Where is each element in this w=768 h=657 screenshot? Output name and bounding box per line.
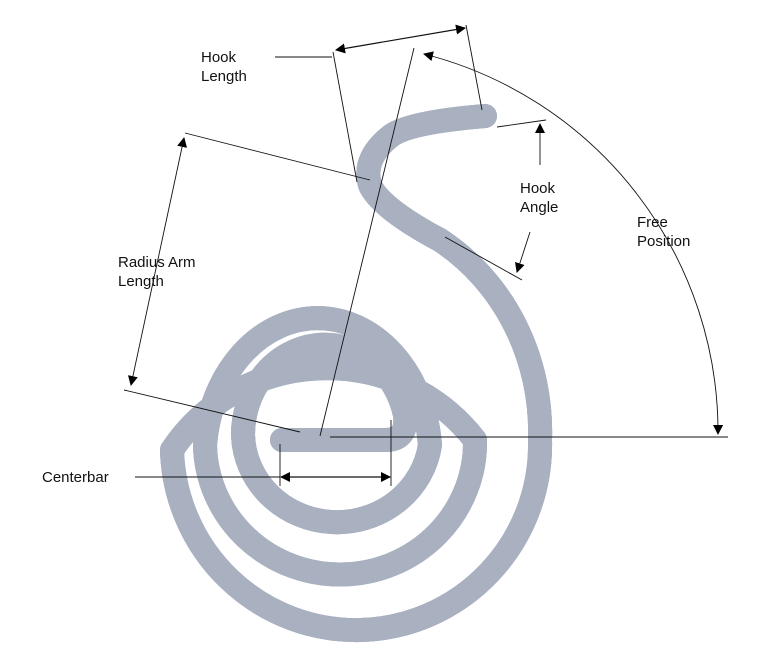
radius-arm-extension-bottom <box>123 389 301 433</box>
hook-length-label: Hook Length <box>201 48 247 86</box>
centerbar-label: Centerbar <box>42 469 109 486</box>
hook-angle-extension-top <box>496 119 547 128</box>
radius-arm-length-label: Radius Arm Length <box>118 253 196 291</box>
hook-length-dimension <box>335 24 466 54</box>
radius-arm-line1: Radius Arm <box>118 254 196 271</box>
free-position-line1: Free <box>637 214 668 231</box>
hook-angle-line2: Angle <box>520 199 559 216</box>
free-position-arc <box>423 51 724 435</box>
dimension-lines <box>123 24 728 486</box>
radius-arm-dimension <box>127 137 188 386</box>
free-position-label: Free Position <box>637 213 690 251</box>
hook-angle-label: Hook Angle <box>520 179 558 217</box>
hook-length-extension-left <box>332 51 358 183</box>
radius-arm-line2: Length <box>118 273 164 290</box>
hook-length-line2: Length <box>201 68 247 85</box>
radius-arm-extension-top <box>184 132 371 181</box>
hook-axis-line <box>319 47 415 437</box>
free-position-line2: Position <box>637 233 691 250</box>
hook-angle-extension-bottom <box>444 236 523 281</box>
hook-length-line1: Hook <box>201 49 237 66</box>
hook-angle-line1: Hook <box>520 180 556 197</box>
hook-angle-arrow-bottom <box>515 231 531 273</box>
spiral-spring <box>160 104 540 630</box>
hook-length-extension-right <box>465 24 483 111</box>
